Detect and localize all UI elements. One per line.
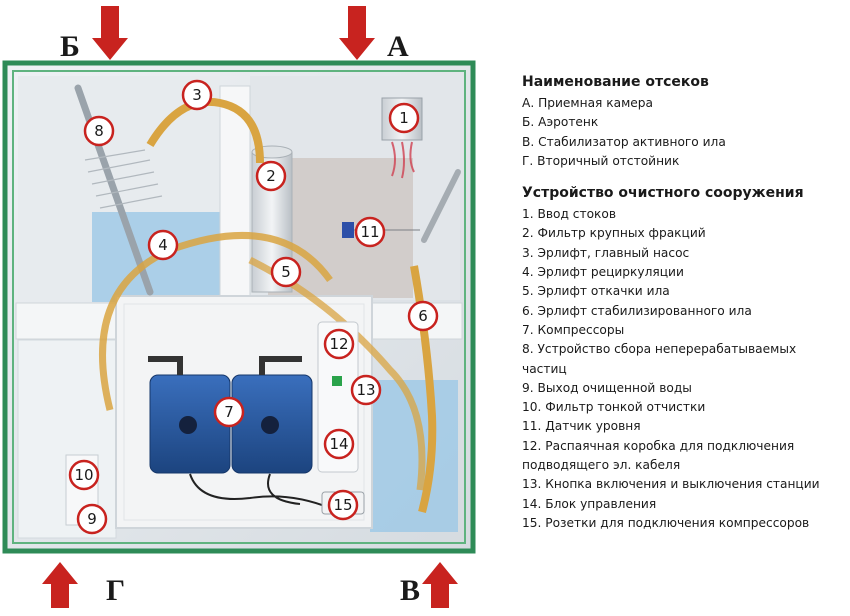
hose-main-airlift [146, 97, 264, 164]
compartments-heading: Наименование отсеков [522, 74, 709, 90]
device-item: 2. Фильтр крупных фракций [522, 226, 706, 241]
station-frame-inner [12, 70, 466, 544]
inlet-flow [391, 141, 415, 179]
hose-sludge-pump [248, 256, 426, 491]
svg-text:1: 1 [399, 109, 409, 127]
svg-text:11: 11 [360, 223, 379, 241]
compressor-left-fan [179, 416, 197, 434]
marker-6: 6 [407, 300, 439, 332]
svg-text:14: 14 [329, 435, 348, 453]
device-item: 8. Устройство сбора неперерабатываемых ч… [522, 342, 797, 376]
sensor-rod [421, 169, 461, 243]
letter-v: В [400, 574, 420, 607]
compressor-left-outlet [148, 356, 183, 375]
svg-text:6: 6 [418, 307, 428, 325]
compressor-right-fan [261, 416, 279, 434]
marker-3: 3 [181, 79, 213, 111]
compartments-list: А. Приемная камера Б. Аэротенк В. Стабил… [522, 94, 844, 171]
device-item: 6. Эрлифт стабилизированного ила [522, 303, 752, 318]
letter-a: А [387, 30, 409, 63]
arrow-b [92, 6, 128, 60]
compartment-item: В. Стабилизатор активного ила [522, 134, 726, 149]
svg-text:3: 3 [192, 86, 202, 104]
device-item: 15. Розетки для подключения компрессоров [522, 515, 810, 530]
level-sensor [342, 222, 354, 238]
marker-7: 7 [213, 396, 245, 428]
device-item: 9. Выход очищенной воды [522, 380, 692, 395]
power-button [332, 376, 342, 386]
svg-text:2: 2 [266, 167, 276, 185]
device-item: 5. Эрлифт откачки ила [522, 284, 670, 299]
device-item: 13. Кнопка включения и выключения станци… [522, 477, 820, 492]
marker-8: 8 [83, 115, 115, 147]
svg-text:5: 5 [281, 263, 291, 281]
marker-15: 15 [327, 489, 359, 521]
marker-10: 10 [68, 459, 100, 491]
device-item: 1. Ввод стоков [522, 207, 617, 222]
svg-text:8: 8 [94, 122, 104, 140]
compressor-right-outlet [259, 356, 302, 375]
device-item: 4. Эрлифт рециркуляции [522, 265, 684, 280]
svg-text:4: 4 [158, 236, 168, 254]
arrow-g [42, 562, 78, 608]
marker-9: 9 [76, 503, 108, 535]
svg-text:7: 7 [224, 403, 234, 421]
device-item: 10. Фильтр тонкой отчистки [522, 400, 706, 415]
devices-list: 1. Ввод стоков 2. Фильтр крупных фракций… [522, 205, 844, 533]
marker-2: 2 [255, 160, 287, 192]
marker-12: 12 [323, 328, 355, 360]
marker-4: 4 [147, 229, 179, 261]
device-item: 11. Датчик уровня [522, 419, 641, 434]
marker-14: 14 [323, 428, 355, 460]
collector-mesh [84, 149, 163, 209]
marker-5: 5 [270, 256, 302, 288]
compartment-item: А. Приемная камера [522, 96, 653, 110]
marker-13: 13 [350, 374, 382, 406]
svg-text:15: 15 [333, 496, 352, 514]
letter-b: Б [60, 30, 80, 63]
compartment-item: Г. Вторичный отстойник [522, 153, 680, 168]
equipment-compartment-inner [123, 303, 365, 521]
station-diagram: Б А Г В 1 2 3 4 5 6 7 8 9 10 11 12 13 14… [2, 6, 476, 608]
marker-11: 11 [354, 216, 386, 248]
device-item: 12. Распаячная коробка для подключения п… [522, 438, 795, 473]
arrow-a [339, 6, 375, 60]
legend: Наименование отсеков А. Приемная камера … [522, 74, 844, 533]
letter-g: Г [106, 574, 125, 607]
device-item: 14. Блок управления [522, 496, 657, 511]
arrow-v [422, 562, 458, 608]
device-item: 7. Компрессоры [522, 322, 625, 337]
svg-text:10: 10 [74, 466, 93, 484]
marker-1: 1 [388, 102, 420, 134]
device-item: 3. Эрлифт, главный насос [522, 245, 690, 260]
devices-heading: Устройство очистного сооружения [522, 185, 804, 202]
compressor-cables [189, 473, 331, 509]
svg-text:12: 12 [329, 335, 348, 353]
compartment-item: Б. Аэротенк [522, 115, 599, 130]
svg-text:9: 9 [87, 510, 97, 528]
svg-text:13: 13 [356, 381, 375, 399]
